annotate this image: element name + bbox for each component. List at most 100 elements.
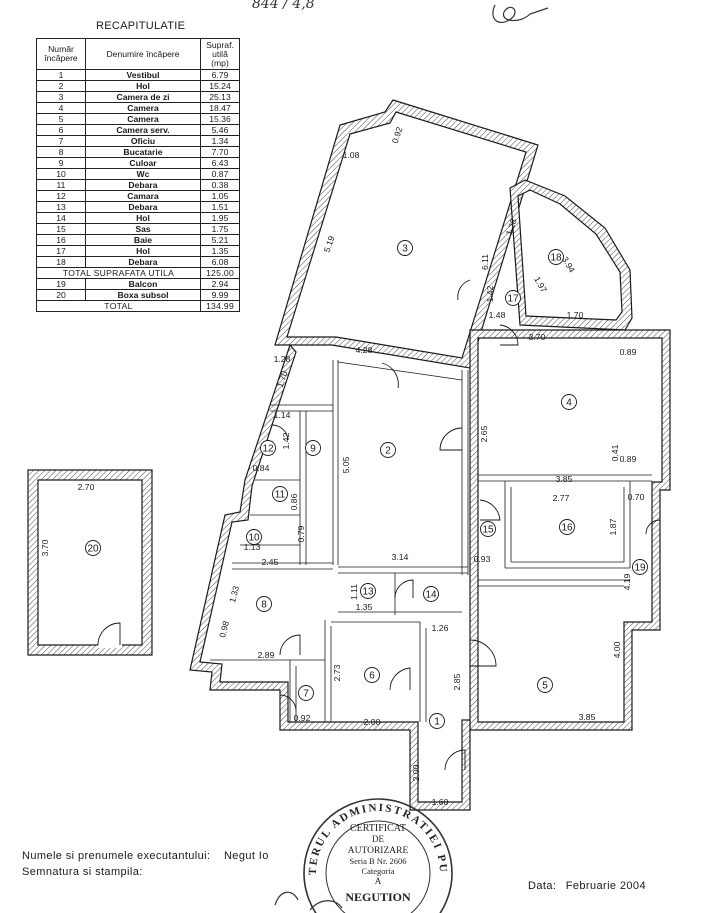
room-number-label: 6 [369, 671, 375, 682]
dimension-label: 2.65 [479, 425, 489, 442]
handwritten-note: 844 / 4,8 [252, 0, 315, 12]
dimension-label: 1.70 [275, 369, 290, 388]
dimension-label: 0.93 [474, 554, 491, 564]
dimension-label: 1.33 [227, 585, 241, 604]
room-number-label: 18 [550, 253, 562, 264]
room-number-label: 5 [542, 681, 548, 692]
room-number-label: 14 [425, 590, 437, 601]
room-circle [85, 540, 101, 556]
header-room-name: Denumire încăpere [85, 38, 201, 70]
room-circle [397, 240, 413, 256]
dimension-label: 6.11 [480, 254, 490, 270]
room-number-label: 11 [275, 490, 286, 501]
room-number-label: 20 [87, 544, 99, 555]
dimension-label: 3.85 [556, 474, 573, 484]
dimension-label: 1.35 [356, 602, 373, 612]
dimension-label: 0.84 [253, 463, 270, 473]
room-number-label: 4 [566, 398, 572, 409]
dimension-label: 3.14 [392, 552, 409, 562]
dimension-label: 1.11 [349, 584, 359, 600]
signature-top [492, 4, 549, 23]
room-circle [480, 521, 496, 537]
room-circle [364, 667, 380, 683]
room-number-label: 8 [261, 600, 267, 611]
stamp-line-6: A [375, 876, 382, 886]
authorization-stamp: MINISTERUL ADMINISTRATIEI PUBLICE CERTIF… [298, 793, 453, 913]
stamp-bottom: NEGUTION [345, 890, 411, 904]
room-number-label: 13 [362, 587, 374, 598]
room-circle [246, 529, 262, 545]
interior-walls [210, 360, 652, 722]
room-circle [272, 486, 288, 502]
room-circle [423, 586, 439, 602]
dimension-label: 0.41 [610, 444, 620, 461]
room-circle [360, 583, 376, 599]
stamp-line-1: CERTIFICAT [350, 823, 406, 834]
dimension-label: 1.26 [432, 623, 449, 633]
room-number-label: 2 [385, 446, 391, 457]
dimension-label: 3.85 [579, 712, 596, 722]
stamp-line-4: Seria B Nr. 2606 [349, 856, 406, 866]
dimension-label: 2.00 [364, 717, 381, 727]
date-value: Februarie 2004 [565, 880, 646, 892]
outer-walls [189, 99, 671, 811]
room-circle [298, 685, 314, 701]
dimension-label: 2.85 [452, 673, 462, 690]
dimension-label: 1.42 [485, 285, 495, 302]
dimension-label: 2.77 [553, 493, 570, 503]
dimension-label: 0.70 [628, 492, 645, 502]
room-number-label: 16 [561, 523, 573, 534]
date-line: Data: Februarie 2004 [528, 880, 646, 892]
dimension-label: 1.48 [489, 310, 506, 320]
room-number-label: 9 [310, 444, 316, 455]
dimension-label: 2.70 [78, 482, 95, 492]
dimension-label: 0.98 [217, 620, 231, 639]
room-circle [256, 596, 272, 612]
storage-box-20 [27, 469, 153, 656]
room-area-cell: 15.36 [200, 113, 240, 125]
dimension-label: 2.89 [258, 650, 275, 660]
dimension-label: 5.19 [322, 234, 337, 253]
dimension-label: 1.08 [343, 150, 360, 160]
room-circle [548, 249, 564, 265]
recap-title: RECAPITULATIE [96, 20, 186, 32]
stamp-line-3: AUTORIZARE [348, 846, 409, 856]
dimension-label: 0.79 [296, 525, 306, 542]
room-circle [429, 713, 445, 729]
room-number-label: 10 [248, 533, 260, 544]
dimension-label: 3.94 [560, 255, 577, 275]
room-circle [305, 440, 321, 456]
dimension-label: 4.28 [356, 345, 373, 355]
date-label: Data: [528, 880, 557, 892]
room-number-label: 17 [507, 294, 519, 305]
room-circle [537, 677, 553, 693]
dimension-label: 1.13 [244, 542, 261, 552]
dimension-label: 4.19 [622, 573, 632, 590]
dimension-label: 1.14 [274, 410, 291, 420]
dimension-label: 5.05 [341, 456, 351, 473]
room-number-label: 1 [434, 717, 440, 728]
dimension-label: 4.00 [612, 641, 622, 658]
dimension-label: 1.87 [608, 518, 618, 535]
stamp-line-5: Categoria [361, 866, 394, 876]
room-circle [561, 394, 577, 410]
dimension-label: 1.28 [274, 354, 291, 364]
room-number-label: 12 [262, 444, 274, 455]
dimension-label: 1.70 [567, 310, 584, 320]
room-circle [559, 519, 575, 535]
dimension-label: 0.89 [620, 347, 637, 357]
room-area-cell: 5.21 [200, 234, 240, 246]
